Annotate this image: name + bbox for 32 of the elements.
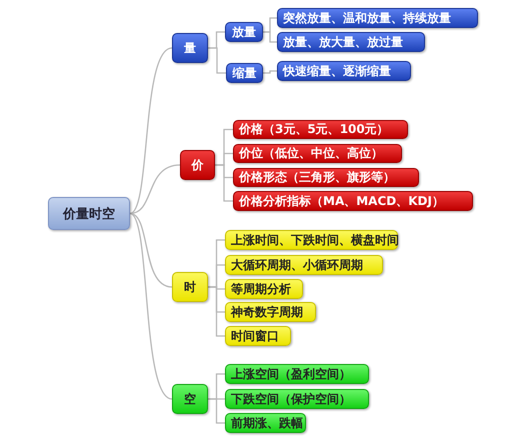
connector-line <box>130 164 180 214</box>
detail-box: 快速缩量、逐渐缩量 <box>277 61 411 81</box>
detail-box: 神奇数字周期 <box>225 302 316 322</box>
detail-box: 放量、放大量、放过量 <box>277 32 425 52</box>
connector-line <box>130 212 172 400</box>
detail-box: 价格形态（三角形、旗形等） <box>233 168 419 187</box>
subtopic-box: 缩量 <box>226 63 263 83</box>
detail-box: 突然放量、温和放量、持续放量 <box>277 8 478 28</box>
connector-line <box>208 47 226 74</box>
connector-line <box>208 286 225 337</box>
connector-line <box>263 70 277 74</box>
detail-box: 价格（3元、5元、100元） <box>233 120 408 139</box>
detail-box: 价位（低位、中位、高位） <box>233 144 402 163</box>
main-topic-box: 量 <box>172 33 208 63</box>
main-topic-box: 时 <box>172 272 208 302</box>
connector-line <box>130 212 172 288</box>
connector-line <box>263 31 277 43</box>
detail-box: 下跌空间（保护空间） <box>225 389 369 409</box>
connector-line <box>130 47 172 214</box>
detail-box: 上涨时间、下跌时间、横盘时间 <box>225 230 398 250</box>
detail-box: 时间窗口 <box>225 326 291 346</box>
detail-box: 前期涨、跌幅 <box>225 413 306 433</box>
detail-box: 大循环周期、小循环周期 <box>225 255 383 275</box>
subtopic-box: 放量 <box>225 22 263 42</box>
main-topic-box: 价 <box>180 150 215 180</box>
detail-box: 上涨空间（盈利空间） <box>225 364 369 384</box>
detail-box: 等周期分析 <box>225 279 303 299</box>
connector-line <box>215 164 233 202</box>
connector-line <box>208 398 225 424</box>
detail-box: 价格分析指标（MA、MACD、KDJ） <box>233 191 473 211</box>
root-topic-box: 价量时空 <box>48 197 130 230</box>
main-topic-box: 空 <box>172 384 208 414</box>
